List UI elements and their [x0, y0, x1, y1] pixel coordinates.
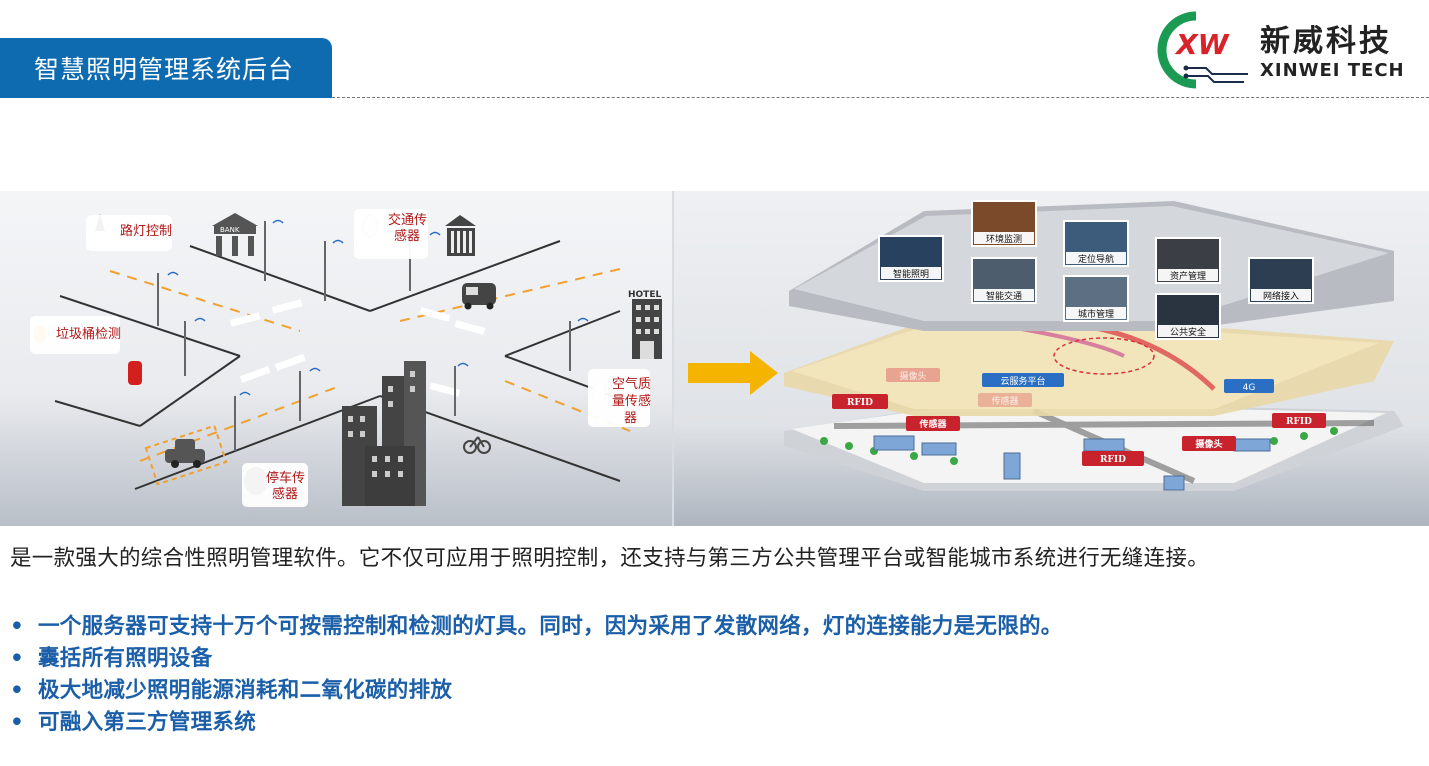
- smart-street-scene: BANK HOTEL: [0, 191, 672, 526]
- bullet-icon: •: [10, 678, 25, 703]
- bullet-icon: •: [10, 646, 25, 671]
- trash-can-icon: [128, 361, 142, 385]
- tile-label-public-safety: 公共安全: [1170, 326, 1206, 338]
- tile-label-environment-monitoring: 环境监测: [986, 233, 1022, 245]
- feature-item: • 极大地减少照明能源消耗和二氧化碳的排放: [10, 675, 1063, 707]
- label-air-sensor-1: 空气质: [612, 377, 652, 392]
- feature-text: 囊括所有照明设备: [38, 646, 213, 671]
- tile-label-asset-management: 资产管理: [1170, 270, 1206, 282]
- feature-list: • 一个服务器可支持十万个可按需控制和检测的灯具。同时，因为采用了发散网络，灯的连…: [10, 611, 1063, 739]
- hotel-icon: HOTEL: [628, 290, 662, 359]
- label-rfid-1: RFID: [847, 398, 873, 408]
- bullet-icon: •: [10, 614, 25, 639]
- company-logo: XW 新威科技 XINWEI TECH: [1148, 10, 1408, 90]
- label-camera-faded: 摄像头: [899, 370, 926, 382]
- feature-text: 一个服务器可支持十万个可按需控制和检测的灯具。同时，因为采用了发散网络，灯的连接…: [38, 614, 1063, 639]
- label-traffic-sensor-2: 感器: [394, 229, 421, 244]
- label-trash-detection: 垃圾桶检测: [56, 327, 122, 342]
- right-arrow-icon: [688, 351, 778, 395]
- page-title-tab: 智慧照明管理系统后台: [0, 38, 332, 98]
- system-illustration: BANK HOTEL: [0, 191, 1429, 526]
- museum-icon: [445, 215, 476, 256]
- feature-text: 可融入第三方管理系统: [38, 710, 257, 735]
- skyscraper-icon: [342, 361, 426, 506]
- bank-icon: BANK: [212, 213, 258, 256]
- logo-mark-icon: XW: [1157, 11, 1248, 89]
- hotel-sign: HOTEL: [628, 290, 661, 300]
- feature-item: • 一个服务器可支持十万个可按需控制和检测的灯具。同时，因为采用了发散网络，灯的连…: [10, 611, 1063, 643]
- label-parking-sensor-1: 停车传: [266, 471, 306, 486]
- label-4g: 4G: [1243, 383, 1256, 393]
- feature-item: • 可融入第三方管理系统: [10, 707, 1063, 739]
- label-parking-sensor-2: 感器: [272, 487, 299, 502]
- smart-city-platform-layers: 智能照明 环境监测 定位导航 资产管理 智能交通 城市管理 网络接入 公共安全 …: [674, 191, 1429, 526]
- label-street-light-control: 路灯控制: [120, 224, 173, 239]
- tile-label-positioning-navigation: 定位导航: [1078, 253, 1114, 265]
- page-title: 智慧照明管理系统后台: [34, 55, 295, 84]
- label-air-sensor-2: 量传感: [612, 394, 652, 409]
- label-rfid-2: RFID: [1100, 455, 1126, 465]
- header-divider: [332, 97, 1429, 98]
- tile-label-city-management: 城市管理: [1078, 308, 1114, 320]
- label-sensor: 传感器: [918, 418, 947, 430]
- tile-label-intelligent-lighting: 智能照明: [893, 268, 929, 280]
- tile-label-intelligent-traffic: 智能交通: [986, 290, 1022, 302]
- bus-icon: [462, 283, 496, 310]
- label-rfid-3: RFID: [1286, 417, 1312, 427]
- intro-paragraph: 是一款强大的综合性照明管理软件。它不仅可应用于照明控制，还支持与第三方公共管理平…: [10, 546, 1210, 571]
- tile-label-network-access: 网络接入: [1263, 290, 1299, 302]
- logo-english-name: XINWEI TECH: [1260, 60, 1405, 81]
- bicycle-icon: [463, 436, 491, 454]
- label-camera: 摄像头: [1195, 438, 1222, 450]
- logo-mark-text: XW: [1174, 28, 1230, 61]
- bank-sign: BANK: [220, 226, 240, 234]
- feature-item: • 囊括所有照明设备: [10, 643, 1063, 675]
- feature-text: 极大地减少照明能源消耗和二氧化碳的排放: [38, 678, 453, 703]
- logo-chinese-name: 新威科技: [1260, 24, 1392, 59]
- car-icon: [165, 439, 205, 468]
- label-traffic-sensor-1: 交通传: [388, 213, 428, 228]
- label-sensor-faded: 传感器: [991, 395, 1018, 407]
- label-air-sensor-3: 器: [624, 411, 638, 426]
- bullet-icon: •: [10, 710, 25, 735]
- label-cloud-platform: 云服务平台: [1000, 375, 1045, 387]
